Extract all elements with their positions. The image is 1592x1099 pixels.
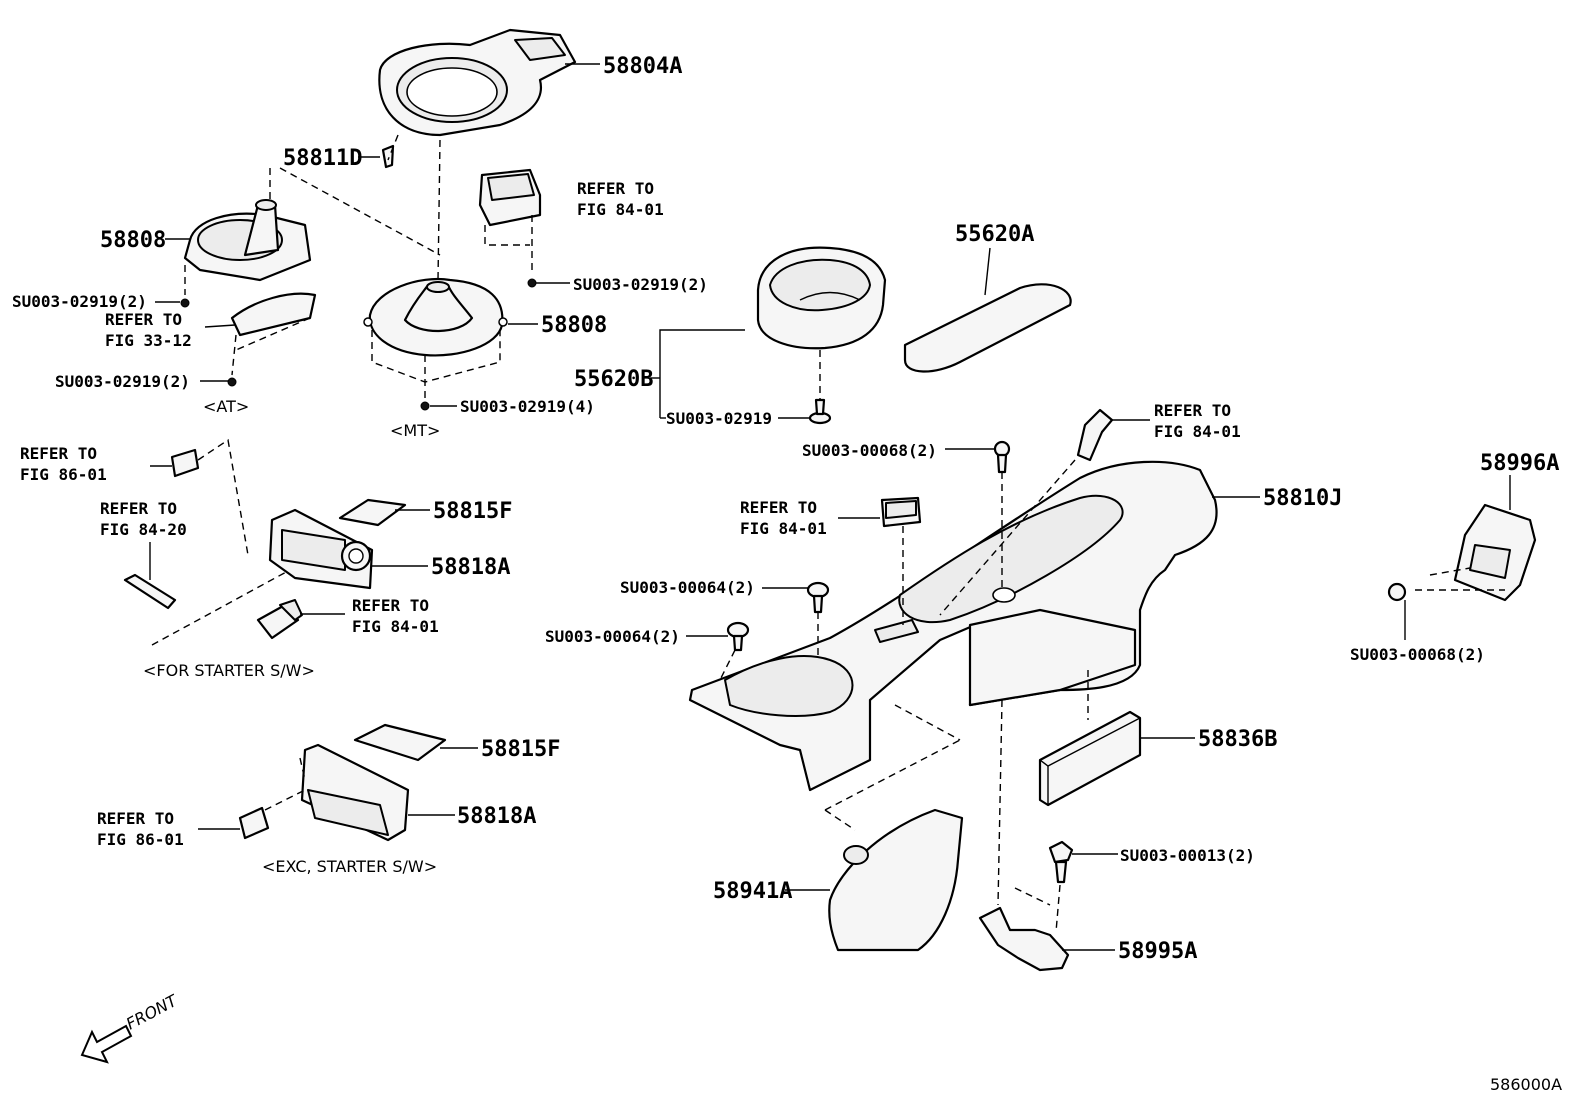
refer-84-01-a-line1: REFER TO	[577, 179, 654, 198]
label-55620B: 55620B	[574, 367, 653, 392]
part-58836B	[1038, 710, 1142, 807]
label-58804A: 58804A	[603, 54, 682, 79]
label-55620A: 55620A	[955, 222, 1034, 247]
refer-33-12-line2: FIG 33-12	[105, 331, 192, 350]
part-58996A	[1453, 503, 1537, 602]
label-SU0064b: SU003-00064(2)	[545, 627, 680, 646]
refer-84-01-d-line2: FIG 84-01	[1154, 422, 1241, 441]
part-55620A	[903, 283, 1072, 373]
screw-icon	[420, 401, 430, 411]
part-58815F-a	[338, 498, 407, 527]
switch-refer-84-01-c	[880, 496, 922, 528]
part-58810J	[688, 460, 1218, 792]
part-refer-84-01-d	[1076, 408, 1114, 462]
caption-mt: <MT>	[390, 421, 440, 440]
refer-86-01-a-line1: REFER TO	[20, 444, 97, 463]
label-58811D: 58811D	[283, 146, 362, 171]
label-58995A: 58995A	[1118, 939, 1197, 964]
part-58941A	[828, 808, 964, 952]
label-58818A-b: 58818A	[457, 804, 536, 829]
label-SU0013: SU003-00013(2)	[1120, 846, 1255, 865]
label-SU2919e: SU003-02919	[666, 409, 772, 428]
label-SU0068b: SU003-00068(2)	[1350, 645, 1485, 664]
label-58836B: 58836B	[1198, 727, 1277, 752]
switch-refer-86-01-b	[238, 806, 270, 840]
part-refer-33-12	[230, 292, 317, 337]
caption-for-starter: <FOR STARTER S/W>	[143, 661, 315, 680]
part-58804A	[378, 28, 577, 137]
refer-84-01-a-line2: FIG 84-01	[577, 200, 664, 219]
label-SU2919c: SU003-02919(2)	[573, 275, 708, 294]
refer-84-01-c-line1: REFER TO	[740, 498, 817, 517]
bolt-icon	[1048, 840, 1074, 884]
refer-84-01-d-line1: REFER TO	[1154, 401, 1231, 420]
label-SU0068a: SU003-00068(2)	[802, 441, 937, 460]
label-58808-mt: 58808	[541, 313, 607, 338]
label-58808-at: 58808	[100, 228, 166, 253]
caption-at: <AT>	[203, 397, 249, 416]
part-refer-84-20	[123, 573, 177, 610]
refer-84-20-line1: REFER TO	[100, 499, 177, 518]
label-58996A: 58996A	[1480, 451, 1559, 476]
label-SU2919d: SU003-02919(4)	[460, 397, 595, 416]
label-58815F-a: 58815F	[433, 499, 512, 524]
part-58808-AT	[183, 199, 312, 282]
screw-icon	[993, 440, 1011, 474]
label-58941A: 58941A	[713, 879, 792, 904]
part-58818A-a	[268, 508, 374, 590]
switch-refer-84-01-b	[256, 599, 303, 640]
part-58815F-b	[353, 723, 447, 762]
refer-86-01-a-line2: FIG 86-01	[20, 465, 107, 484]
refer-84-01-b-line1: REFER TO	[352, 596, 429, 615]
refer-84-01-c-line2: FIG 84-01	[740, 519, 827, 538]
part-58808-MT	[363, 278, 508, 357]
refer-84-01-b-line2: FIG 84-01	[352, 617, 439, 636]
refer-86-01-b-line1: REFER TO	[97, 809, 174, 828]
screw-icon	[808, 398, 832, 425]
screw-icon	[726, 621, 750, 652]
label-58810J: 58810J	[1263, 486, 1342, 511]
switch-refer-84-01-top	[478, 168, 542, 227]
part-58995A	[978, 906, 1070, 972]
refer-86-01-b-line2: FIG 86-01	[97, 830, 184, 849]
label-58815F-b: 58815F	[481, 737, 560, 762]
label-58818A-a: 58818A	[431, 555, 510, 580]
screw-icon	[227, 377, 237, 387]
front-label: FRONT	[123, 991, 181, 1034]
front-arrow-icon	[80, 1024, 133, 1064]
part-55620B	[756, 246, 887, 350]
refer-33-12-line1: REFER TO	[105, 310, 182, 329]
part-58811D	[381, 144, 395, 169]
screw-icon	[180, 298, 190, 308]
screw-icon	[1387, 582, 1407, 602]
caption-exc-starter: <EXC, STARTER S/W>	[262, 857, 437, 876]
figure-id: 586000A	[1490, 1075, 1562, 1094]
screw-icon	[806, 581, 830, 614]
label-SU2919b: SU003-02919(2)	[55, 372, 190, 391]
part-58818A-b	[300, 743, 410, 842]
screw-icon	[527, 278, 537, 288]
switch-refer-86-01-a	[170, 448, 200, 478]
refer-84-20-line2: FIG 84-20	[100, 520, 187, 539]
label-SU0064a: SU003-00064(2)	[620, 578, 755, 597]
label-SU2919a: SU003-02919(2)	[12, 292, 147, 311]
